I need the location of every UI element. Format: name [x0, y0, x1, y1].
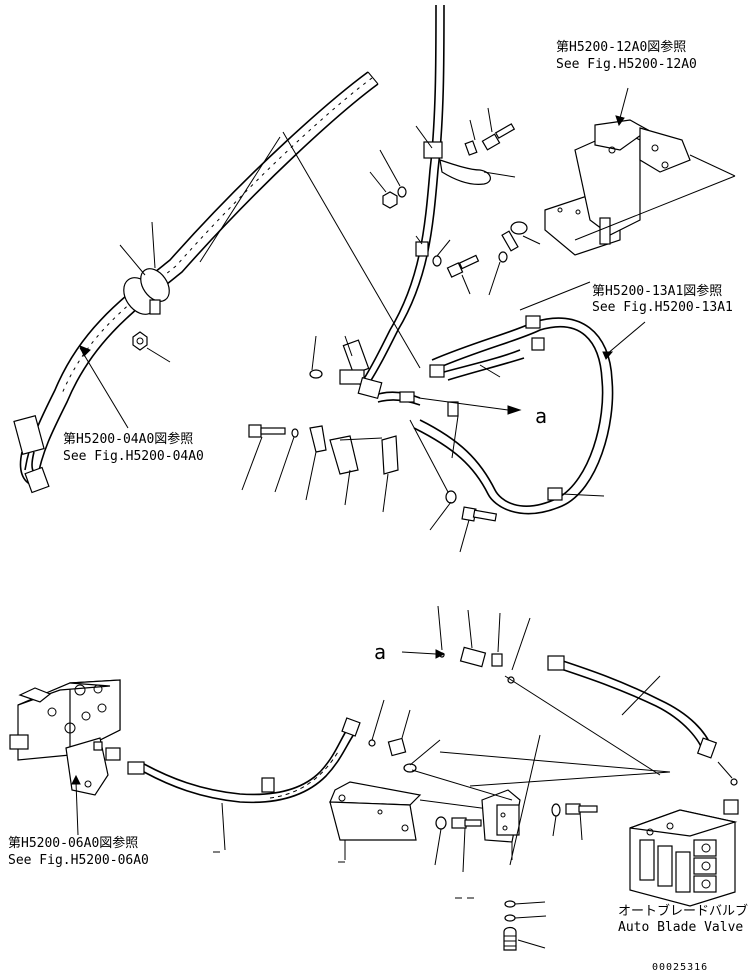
- fig-ref-06a0-en: See Fig.H5200-06A0: [8, 853, 149, 868]
- lower-center-small-parts: [368, 699, 441, 773]
- fig-ref-04a0-en: See Fig.H5200-04A0: [63, 449, 204, 464]
- drawing-number: 00025316: [652, 962, 709, 973]
- lower-brackets: [329, 734, 671, 873]
- lower-bolt-washer-upper: [409, 419, 498, 553]
- mounting-bracket-12a0: [544, 87, 736, 256]
- fig-ref-06a0-jp: 第H5200-06A0図参照: [8, 836, 139, 851]
- hose-clamp: [123, 268, 170, 351]
- valve-label-jp: オートブレードバルブ: [618, 904, 749, 919]
- lower-right-hose: [547, 655, 738, 786]
- bolt-and-clips: [241, 424, 399, 513]
- connection-mark-upper: a: [535, 404, 548, 428]
- auto-blade-valve: [629, 799, 739, 907]
- leader-lines-upper-left: [79, 131, 421, 429]
- middle-clip-bolt: [415, 221, 541, 296]
- large-hose: [13, 71, 379, 494]
- valve-label-en: Auto Blade Valve: [618, 920, 744, 935]
- fig-ref-04a0-jp: 第H5200-04A0図参照: [63, 432, 194, 447]
- bottom-small-parts: [213, 851, 547, 951]
- fig-ref-12a0-en: See Fig.H5200-12A0: [556, 57, 697, 72]
- middle-short-hose: [374, 349, 525, 406]
- connection-mark-lower: a: [374, 640, 387, 664]
- fig-ref-13a1-en: See Fig.H5200-13A1: [592, 300, 733, 315]
- hose-u-13a1: [413, 281, 646, 515]
- lower-right-fittings: [401, 605, 661, 776]
- center-fittings: [309, 335, 522, 459]
- lower-left-hose: [143, 717, 361, 851]
- fig-ref-12a0-jp: 第H5200-12A0図参照: [556, 40, 687, 55]
- valve-block-06a0: [9, 679, 145, 836]
- pilot-hose-vertical: [359, 4, 445, 386]
- fig-ref-13a1-jp: 第H5200-13A1図参照: [592, 284, 723, 299]
- hose-clip-bracket: [369, 107, 516, 209]
